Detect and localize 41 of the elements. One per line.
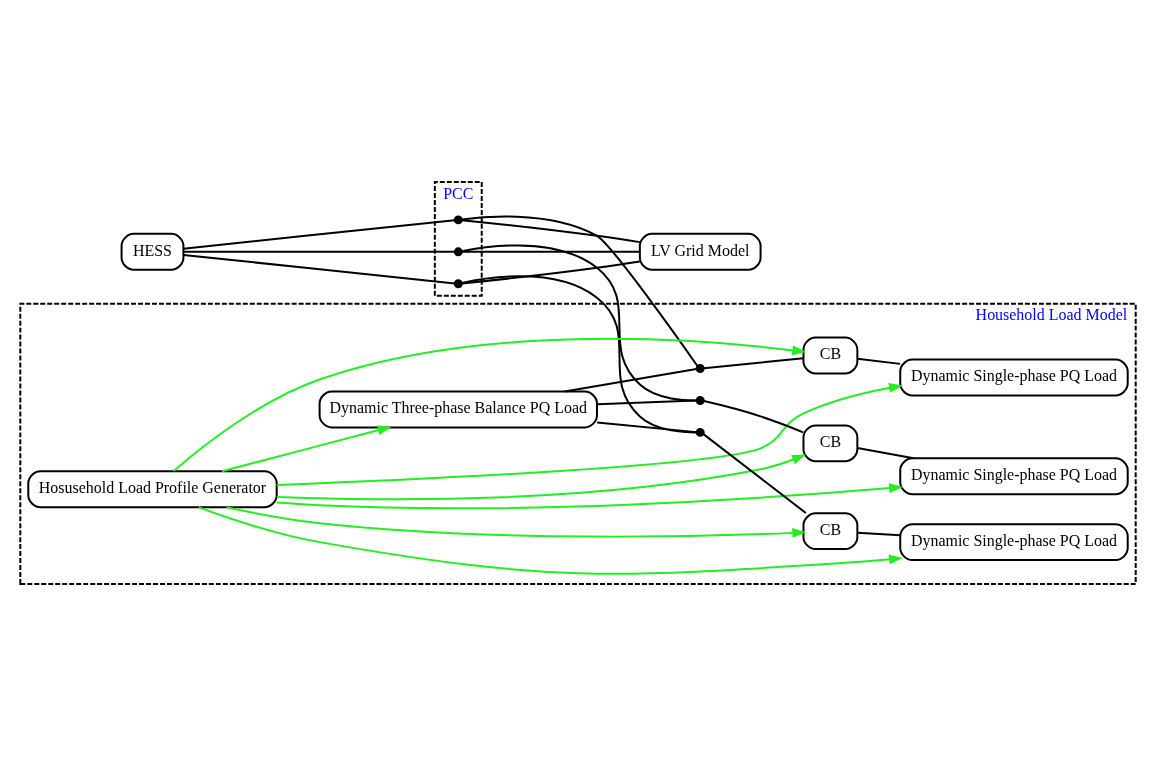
node-box: Dynamic Single-phase PQ Load xyxy=(899,358,1129,397)
node-circle xyxy=(695,395,705,405)
node-box: Dynamic Single-phase PQ Load xyxy=(899,457,1129,496)
arrow xyxy=(275,454,806,501)
node-box: HESS xyxy=(120,232,185,271)
connector xyxy=(460,215,699,367)
arrow xyxy=(275,483,904,510)
arrow xyxy=(197,506,904,575)
arrow xyxy=(225,506,807,538)
connector xyxy=(702,357,805,370)
connector xyxy=(182,250,456,253)
node-box: CB xyxy=(802,512,859,551)
connector xyxy=(596,421,698,434)
connector xyxy=(460,275,698,434)
node-circle xyxy=(695,364,705,374)
connector xyxy=(856,357,902,365)
node-circle xyxy=(453,279,463,289)
connector xyxy=(702,433,807,514)
node-box: CB xyxy=(802,424,859,463)
node-circle xyxy=(453,215,463,225)
connector xyxy=(460,250,641,253)
connector xyxy=(596,399,698,406)
arrow xyxy=(172,338,807,472)
node-box: Hosusehold Load Profile Generator xyxy=(27,470,278,509)
connector xyxy=(460,219,641,244)
node-circle xyxy=(695,427,705,437)
node-box: Dynamic Single-phase PQ Load xyxy=(899,523,1129,562)
connector xyxy=(856,447,915,460)
node-box: Dynamic Three-phase Balance PQ Load xyxy=(318,390,598,429)
node-box: CB xyxy=(802,336,859,375)
node-circle xyxy=(453,247,463,257)
connector xyxy=(702,400,805,434)
connector xyxy=(460,244,698,402)
connector xyxy=(856,531,902,537)
connector xyxy=(182,253,456,285)
arrow xyxy=(275,383,903,486)
node-box: LV Grid Model xyxy=(638,232,762,271)
connector xyxy=(563,368,698,393)
cluster: PCC xyxy=(433,180,483,297)
connector xyxy=(182,219,456,250)
arrow xyxy=(221,425,392,473)
